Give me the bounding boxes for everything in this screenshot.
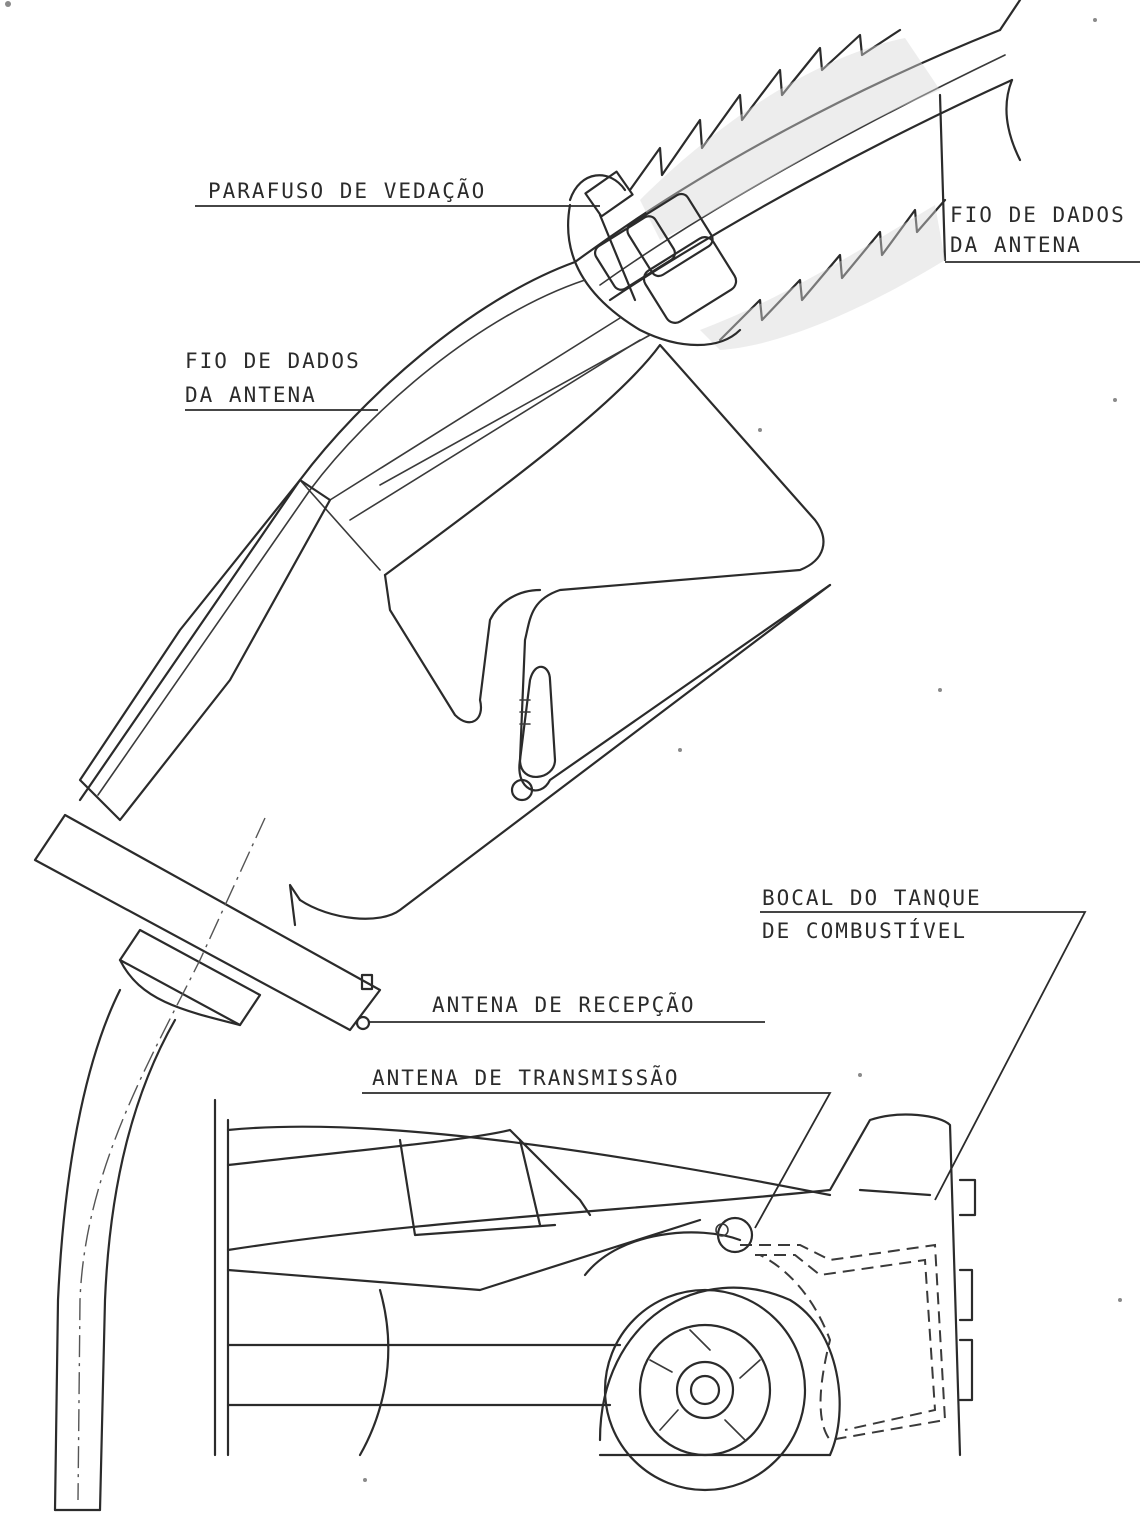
- label-transmitting-antenna: ANTENA DE TRANSMISSÃO: [362, 1064, 832, 1229]
- label-data-wire-right: FIO DE DADOS DA ANTENA: [945, 203, 1140, 263]
- label-sealing-screw: PARAFUSO DE VEDAÇÃO: [195, 177, 600, 207]
- label-data-wire-left-line2: DA ANTENA: [185, 383, 317, 407]
- label-data-wire-right-line2: DA ANTENA: [950, 233, 1082, 257]
- label-tank-nozzle-line1: BOCAL DO TANQUE: [762, 886, 982, 910]
- label-data-wire-right-line1: FIO DE DADOS: [950, 203, 1126, 227]
- hose-with-corrugated-sleeve: [573, 0, 1022, 350]
- label-data-wire-left: FIO DE DADOS DA ANTENA: [185, 349, 378, 411]
- scan-specks: [5, 1, 1122, 1482]
- car-rear-section: [213, 1098, 977, 1492]
- label-tank-nozzle-line2: DE COMBUSTÍVEL: [762, 918, 967, 943]
- antenna-collar-and-spout: [33, 813, 382, 1512]
- label-tank-nozzle: BOCAL DO TANQUE DE COMBUSTÍVEL: [760, 886, 1087, 1201]
- label-receiving-antenna-text: ANTENA DE RECEPÇÃO: [432, 991, 696, 1017]
- label-data-wire-left-line1: FIO DE DADOS: [185, 349, 361, 373]
- label-transmitting-antenna-text: ANTENA DE TRANSMISSÃO: [372, 1064, 680, 1090]
- label-sealing-screw-text: PARAFUSO DE VEDAÇÃO: [208, 177, 486, 203]
- nozzle-body: [78, 260, 832, 927]
- coupling-assembly: [567, 170, 742, 346]
- label-receiving-antenna: ANTENA DE RECEPÇÃO: [368, 991, 765, 1023]
